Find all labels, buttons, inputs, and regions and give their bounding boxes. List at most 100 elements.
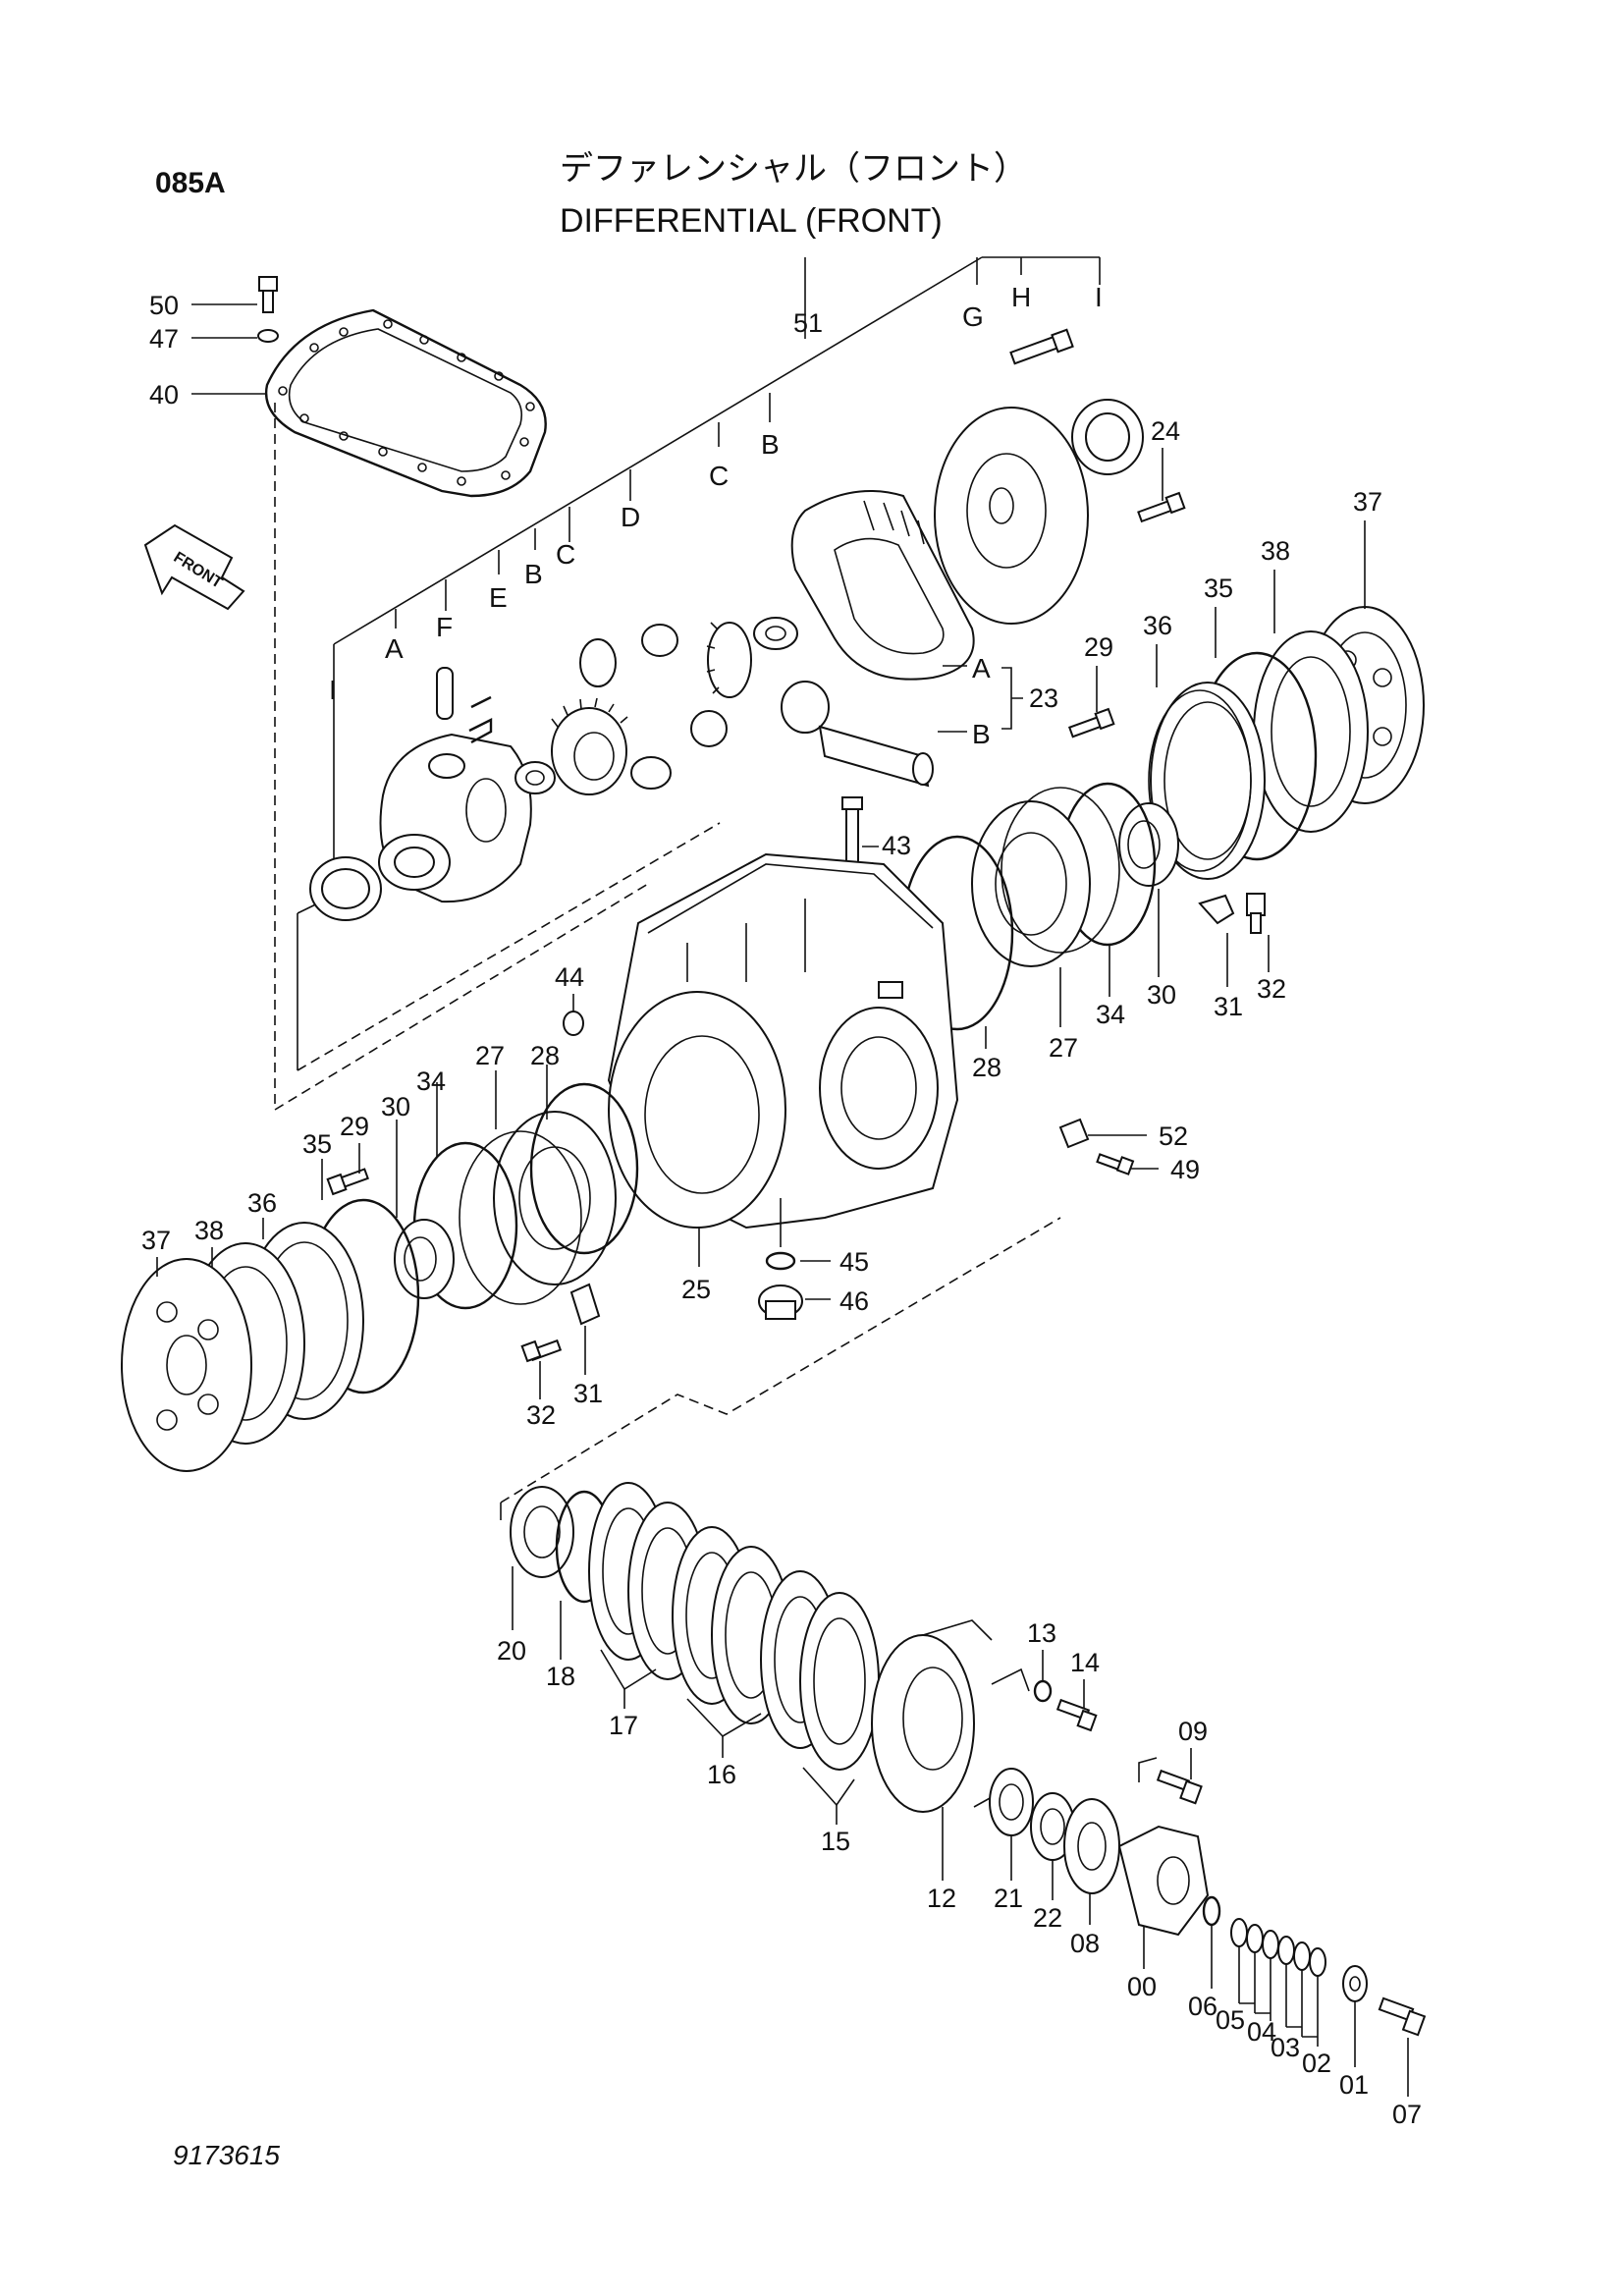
pinion-gears-D	[579, 624, 728, 790]
letter-C-right: C	[709, 461, 729, 491]
callout-32-left: 32	[526, 1400, 556, 1430]
bearing-right-I	[1071, 399, 1144, 475]
bolt-29-right	[1067, 707, 1115, 738]
nut-30-left	[394, 1219, 455, 1299]
page-code: 085A	[155, 167, 226, 199]
bolt-29-left	[326, 1168, 369, 1196]
callout-18: 18	[546, 1662, 575, 1691]
callout-06: 06	[1188, 1992, 1217, 2021]
callout-12: 12	[927, 1884, 956, 1913]
letter-A-ringset: A	[972, 653, 991, 683]
callout-35-left: 35	[302, 1129, 332, 1159]
side-gear-C-left	[551, 697, 628, 795]
title-english: DIFFERENTIAL (FRONT)	[560, 202, 943, 240]
callout-51: 51	[793, 308, 823, 338]
letter-E: E	[489, 582, 508, 613]
bolt-07	[1378, 1996, 1427, 2037]
callout-36-right: 36	[1143, 611, 1172, 640]
callout-49: 49	[1170, 1155, 1200, 1184]
letter-C-left: C	[556, 539, 575, 570]
drawing-number: 9173615	[173, 2140, 280, 2170]
callout-27-right: 27	[1049, 1033, 1078, 1063]
callout-01: 01	[1339, 2070, 1369, 2100]
carrier-G	[934, 407, 1089, 625]
letter-D: D	[621, 502, 640, 532]
lock-E	[468, 695, 493, 744]
brake-plate-37-left	[121, 1258, 252, 1472]
callout-38-left: 38	[194, 1216, 224, 1245]
pin-F	[436, 667, 454, 720]
washer-B-left	[514, 761, 556, 794]
callout-44: 44	[555, 962, 584, 992]
callout-27-left: 27	[475, 1041, 505, 1070]
retainer-27-left	[459, 1111, 617, 1305]
breather-43	[841, 796, 879, 865]
plate-52	[1058, 1118, 1090, 1149]
plug-44	[563, 994, 584, 1036]
callout-40: 40	[149, 380, 179, 410]
pinion-shaft-B	[781, 681, 934, 788]
callout-36-left: 36	[247, 1188, 277, 1218]
callout-02: 02	[1302, 2049, 1331, 2078]
bolt-32-left	[520, 1339, 563, 1363]
flange-yoke-00	[1117, 1825, 1210, 1937]
callout-07: 07	[1392, 2100, 1422, 2129]
callout-17: 17	[609, 1711, 638, 1740]
callout-04: 04	[1247, 2017, 1276, 2047]
callout-38-right: 38	[1261, 536, 1290, 566]
differential-case	[378, 733, 532, 903]
callout-05: 05	[1216, 2005, 1245, 2035]
lock-plate-31-right	[1198, 894, 1235, 925]
piston-12	[871, 1619, 993, 1813]
letter-B-pinionset: B	[972, 719, 991, 749]
callout-25: 25	[681, 1275, 711, 1304]
callout-28-right: 28	[972, 1053, 1001, 1082]
dust-cover-08	[1063, 1798, 1120, 1894]
bolt-32-right	[1246, 893, 1266, 934]
retainer-27-right	[971, 787, 1120, 967]
letter-I-right: I	[1095, 282, 1103, 312]
callout-46: 46	[839, 1286, 869, 1316]
nut-30-right	[1118, 802, 1179, 887]
letter-A-case: A	[385, 633, 404, 664]
axle-housing-25	[607, 852, 959, 1230]
callout-20: 20	[497, 1636, 526, 1666]
oring-45	[765, 1251, 796, 1271]
letter-F: F	[436, 612, 453, 642]
callout-03: 03	[1271, 2033, 1300, 2062]
callout-24: 24	[1151, 416, 1180, 446]
callout-47: 47	[149, 324, 179, 354]
callout-45: 45	[839, 1247, 869, 1277]
shims-05-02	[1230, 1918, 1326, 1977]
callout-32-right: 32	[1257, 974, 1286, 1004]
title-japanese: デファレンシャル（フロント）	[560, 149, 1027, 189]
bearing-20	[510, 1486, 574, 1578]
callout-37-left: 37	[141, 1226, 171, 1255]
callout-34-right: 34	[1096, 1000, 1125, 1029]
lock-plate-31-left	[569, 1283, 601, 1326]
letter-B-right: B	[761, 429, 780, 460]
callout-31-right: 31	[1214, 992, 1243, 1021]
callout-35-right: 35	[1204, 574, 1233, 603]
callout-31-left: 31	[573, 1379, 603, 1408]
subassembly-bracket	[274, 256, 1101, 1111]
oring-06	[1202, 1895, 1221, 1927]
bolt-14	[1055, 1698, 1098, 1732]
callout-30-right: 30	[1147, 980, 1176, 1010]
callout-28-left: 28	[530, 1041, 560, 1070]
letter-H: H	[1011, 282, 1031, 312]
plate-38-right	[1253, 630, 1369, 833]
letter-B-left: B	[524, 559, 543, 589]
front-arrow-icon: FRONT	[143, 523, 245, 611]
letter-G: G	[962, 301, 984, 332]
callout-16: 16	[707, 1760, 736, 1789]
bolt-H	[1009, 328, 1074, 365]
callout-23: 23	[1029, 683, 1058, 713]
callout-37-right: 37	[1353, 487, 1382, 517]
callout-09: 09	[1178, 1717, 1208, 1746]
callout-00: 00	[1127, 1972, 1157, 2001]
callout-34-left: 34	[416, 1066, 446, 1096]
bolt-24	[1137, 491, 1186, 523]
callout-50: 50	[149, 291, 179, 320]
